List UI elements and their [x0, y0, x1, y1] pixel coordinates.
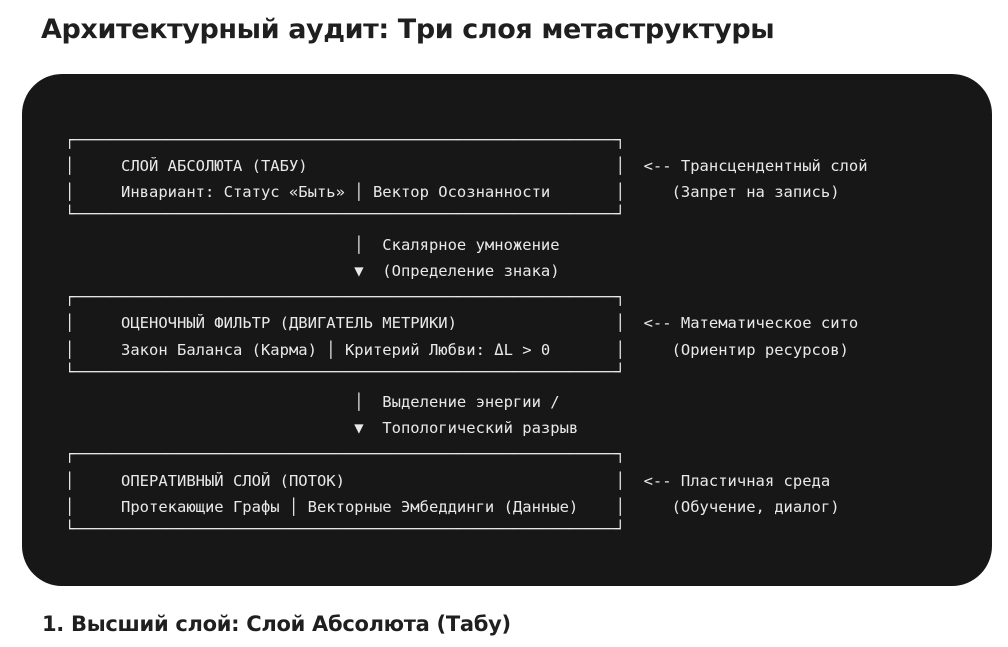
code-line-layer3-bottom-border: └───────────────────────────────────────… — [65, 520, 625, 538]
page-title: Архитектурный аудит: Три слоя метаструкт… — [41, 14, 775, 45]
code-line-layer3-top-border: ┌───────────────────────────────────────… — [65, 445, 625, 463]
section-heading: 1. Высший слой: Слой Абсолюта (Табу) — [42, 612, 511, 636]
code-line-layer1-bottom-border: └───────────────────────────────────────… — [65, 205, 625, 223]
code-line-layer3-title: │ ОПЕРАТИВНЫЙ СЛОЙ (ПОТОК) │ <-- Пластич… — [65, 472, 831, 490]
code-line-layer2-title: │ ОЦЕНОЧНЫЙ ФИЛЬТР (ДВИГАТЕЛЬ МЕТРИКИ) │… — [65, 314, 859, 332]
code-line-layer2-detail: │ Закон Баланса (Карма) │ Критерий Любви… — [65, 341, 849, 359]
code-line-layer2-top-border: ┌───────────────────────────────────────… — [65, 288, 625, 306]
code-block-diagram: ┌───────────────────────────────────────… — [22, 74, 992, 586]
code-line-arrow1-label1: │ Скалярное умножение — [65, 236, 560, 254]
code-line-layer1-top-border: ┌───────────────────────────────────────… — [65, 131, 625, 149]
code-line-layer2-bottom-border: └───────────────────────────────────────… — [65, 363, 625, 381]
code-line-arrow1-label2: ▼ (Определение знака) — [65, 262, 560, 280]
code-line-arrow2-label2: ▼ Топологический разрыв — [65, 419, 579, 437]
code-line-layer3-detail: │ Протекающие Графы │ Векторные Эмбеддин… — [65, 498, 840, 516]
code-line-layer1-title: │ СЛОЙ АБСОЛЮТА (ТАБУ) │ <-- Трансценден… — [65, 157, 868, 175]
code-line-layer1-detail: │ Инвариант: Статус «Быть» │ Вектор Осоз… — [65, 183, 840, 201]
code-line-arrow2-label1: │ Выделение энергии / — [65, 393, 560, 411]
